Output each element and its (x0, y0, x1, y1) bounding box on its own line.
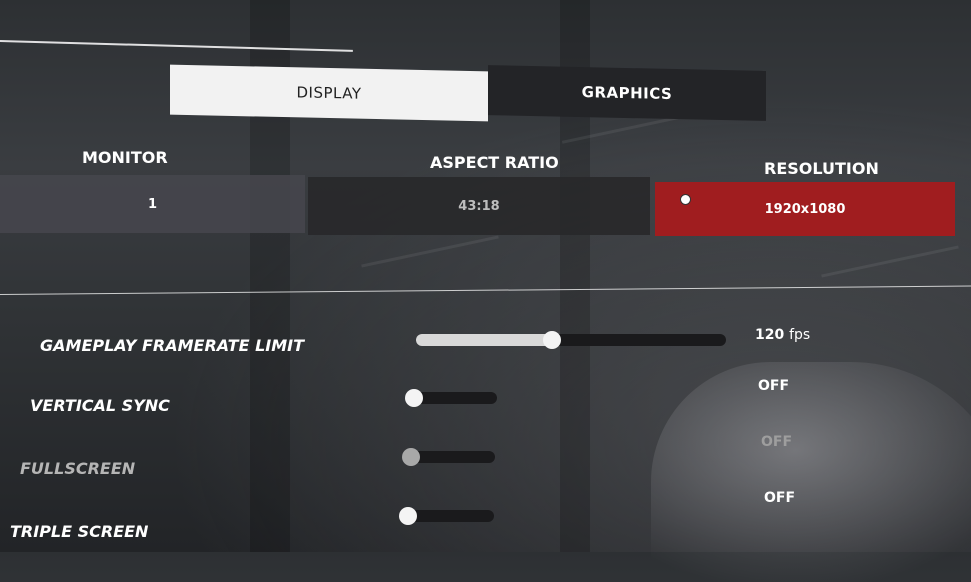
vertical-sync-toggle[interactable] (405, 389, 497, 407)
resolution-selector[interactable]: 1920x1080 (655, 182, 955, 236)
framerate-limit-label: GAMEPLAY FRAMERATE LIMIT (40, 336, 304, 355)
triple-screen-handle[interactable] (399, 507, 417, 525)
fullscreen-handle[interactable] (402, 448, 420, 466)
framerate-limit-value: 120 fps (755, 327, 810, 343)
aspect-ratio-selector[interactable]: 43:18 (308, 177, 650, 235)
triple-screen-toggle[interactable] (399, 507, 494, 525)
section-divider (0, 285, 971, 295)
vertical-sync-handle[interactable] (405, 389, 423, 407)
background-car (651, 362, 971, 582)
monitor-selector[interactable]: 1 (0, 175, 305, 233)
background-light (821, 245, 959, 278)
framerate-limit-fill (416, 334, 553, 346)
fullscreen-value: OFF (761, 434, 793, 450)
resolution-header: RESOLUTION (764, 159, 879, 178)
framerate-limit-slider[interactable] (416, 331, 726, 349)
resolution-value: 1920x1080 (764, 201, 846, 217)
framerate-limit-handle[interactable] (543, 331, 562, 349)
vertical-sync-value: OFF (758, 378, 790, 394)
fullscreen-toggle[interactable] (402, 448, 495, 466)
framerate-limit-unit: fps (789, 327, 811, 343)
vertical-sync-label: VERTICAL SYNC (30, 396, 170, 415)
triple-screen-label: TRIPLE SCREEN (10, 522, 149, 541)
monitor-value: 1 (147, 196, 158, 212)
header-divider (0, 40, 353, 52)
cursor-dot-icon (680, 194, 691, 205)
tab-graphics-label: GRAPHICS (581, 83, 673, 103)
background-light (361, 235, 499, 268)
triple-screen-value: OFF (764, 490, 796, 506)
tab-display-label: DISPLAY (296, 83, 362, 103)
tab-display[interactable]: DISPLAY (170, 64, 488, 122)
fullscreen-label: FULLSCREEN (20, 459, 136, 478)
aspect-ratio-value: 43:18 (458, 198, 500, 214)
aspect-ratio-header: ASPECT RATIO (430, 153, 559, 172)
monitor-header: MONITOR (82, 148, 168, 167)
tab-graphics[interactable]: GRAPHICS (488, 65, 766, 121)
framerate-limit-number: 120 (755, 327, 785, 343)
